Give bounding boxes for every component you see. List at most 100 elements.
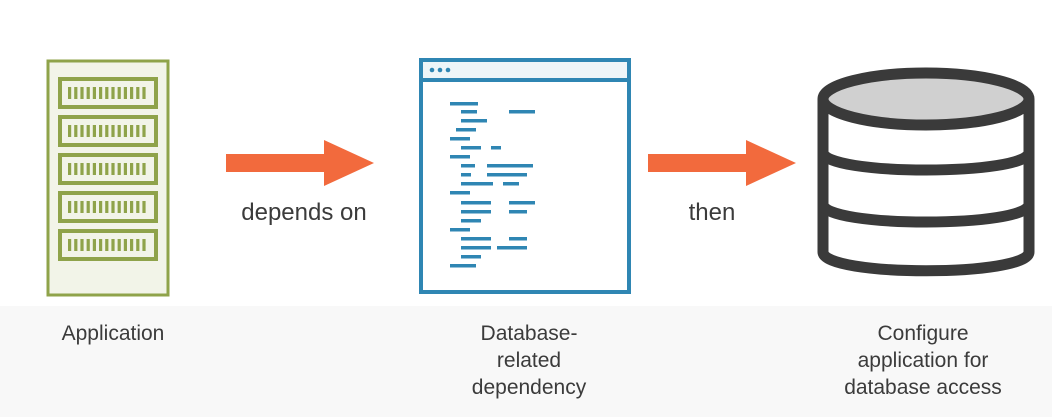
server-unit-vent xyxy=(123,87,127,99)
server-unit-vent xyxy=(74,239,78,251)
server-unit-vent xyxy=(130,87,134,99)
server-unit xyxy=(58,77,158,109)
code-line xyxy=(461,119,487,123)
server-unit-vent xyxy=(86,201,90,213)
code-line xyxy=(450,102,478,106)
server-unit-vent xyxy=(136,87,140,99)
server-unit-vent xyxy=(68,125,72,137)
server-unit-vent xyxy=(80,239,84,251)
server-unit-vent xyxy=(123,239,127,251)
code-line xyxy=(450,191,470,195)
server-unit-vent xyxy=(99,87,103,99)
code-line xyxy=(450,228,470,232)
server-unit-vent xyxy=(117,125,121,137)
code-line xyxy=(461,210,491,214)
code-line xyxy=(450,155,470,159)
code-line xyxy=(497,246,527,250)
arrow-right-icon-2 xyxy=(648,140,796,186)
server-unit-vent xyxy=(111,87,115,99)
server-unit-vent xyxy=(117,87,121,99)
server-unit-vent xyxy=(130,163,134,175)
server-unit-vent xyxy=(111,163,115,175)
server-unit-vent xyxy=(68,239,72,251)
code-line xyxy=(456,128,476,132)
arrow-right-icon-1 xyxy=(226,140,374,186)
server-unit-vent xyxy=(68,201,72,213)
server-unit-vent xyxy=(130,125,134,137)
server-unit-vent xyxy=(86,87,90,99)
server-unit-vent xyxy=(130,239,134,251)
server-unit-vent xyxy=(105,163,109,175)
server-unit-vent xyxy=(99,239,103,251)
server-unit-vent xyxy=(105,239,109,251)
server-unit-vent xyxy=(111,201,115,213)
code-line xyxy=(461,255,481,259)
edge-label-depends-on: depends on xyxy=(241,199,367,226)
code-line xyxy=(509,110,535,114)
server-unit-vent xyxy=(105,87,109,99)
server-unit-vent xyxy=(111,125,115,137)
server-unit-vent xyxy=(92,163,96,175)
server-unit-vent xyxy=(142,125,146,137)
server-unit-vent xyxy=(92,201,96,213)
edge-label-then: then xyxy=(688,199,736,226)
server-unit-vent xyxy=(99,125,103,137)
server-unit-vent xyxy=(80,201,84,213)
dependency-label: Database- related dependency xyxy=(471,322,587,399)
server-unit xyxy=(58,153,158,185)
server-unit-vent xyxy=(136,163,140,175)
server-unit-vent xyxy=(80,87,84,99)
server-unit-vent xyxy=(74,87,78,99)
server-unit-vent xyxy=(80,163,84,175)
server-unit-vent xyxy=(123,163,127,175)
code-line xyxy=(450,137,470,141)
server-unit-vent xyxy=(68,163,72,175)
code-line xyxy=(461,246,491,250)
server-unit-vent xyxy=(142,201,146,213)
code-line xyxy=(450,264,476,268)
server-unit-vent xyxy=(92,125,96,137)
code-line xyxy=(509,201,535,205)
server-unit-vent xyxy=(117,201,121,213)
code-line xyxy=(509,237,527,241)
code-line xyxy=(461,237,491,241)
code-line xyxy=(491,146,501,150)
server-unit-vent xyxy=(105,201,109,213)
server-unit xyxy=(58,115,158,147)
server-unit-vent xyxy=(111,239,115,251)
server-unit-vent xyxy=(99,201,103,213)
server-unit-vent xyxy=(99,163,103,175)
server-unit-vent xyxy=(142,87,146,99)
server-unit xyxy=(58,229,158,261)
code-line xyxy=(487,173,527,177)
server-unit-vent xyxy=(68,87,72,99)
server-unit-vent xyxy=(136,201,140,213)
server-unit-vent xyxy=(86,239,90,251)
server-unit-vent xyxy=(117,239,121,251)
code-line xyxy=(461,146,481,150)
code-line xyxy=(509,210,527,214)
code-line xyxy=(461,201,491,205)
server-unit-vent xyxy=(92,87,96,99)
server-unit xyxy=(58,191,158,223)
code-window-icon xyxy=(419,58,631,294)
server-unit-vent xyxy=(117,163,121,175)
code-line xyxy=(461,164,475,168)
database-icon xyxy=(817,67,1035,277)
server-unit-vent xyxy=(136,125,140,137)
code-line xyxy=(487,164,533,168)
server-rack-icon xyxy=(46,59,170,297)
code-line xyxy=(461,182,493,186)
server-unit-vent xyxy=(142,163,146,175)
server-unit-vent xyxy=(86,163,90,175)
server-unit-vent xyxy=(105,125,109,137)
caption-band xyxy=(0,306,1052,417)
server-unit-vent xyxy=(130,201,134,213)
server-unit-vent xyxy=(92,239,96,251)
code-line xyxy=(461,219,481,223)
server-unit-vent xyxy=(123,201,127,213)
server-unit-vent xyxy=(74,163,78,175)
code-line xyxy=(461,173,471,177)
server-unit-vent xyxy=(80,125,84,137)
application-label: Application xyxy=(61,322,165,345)
